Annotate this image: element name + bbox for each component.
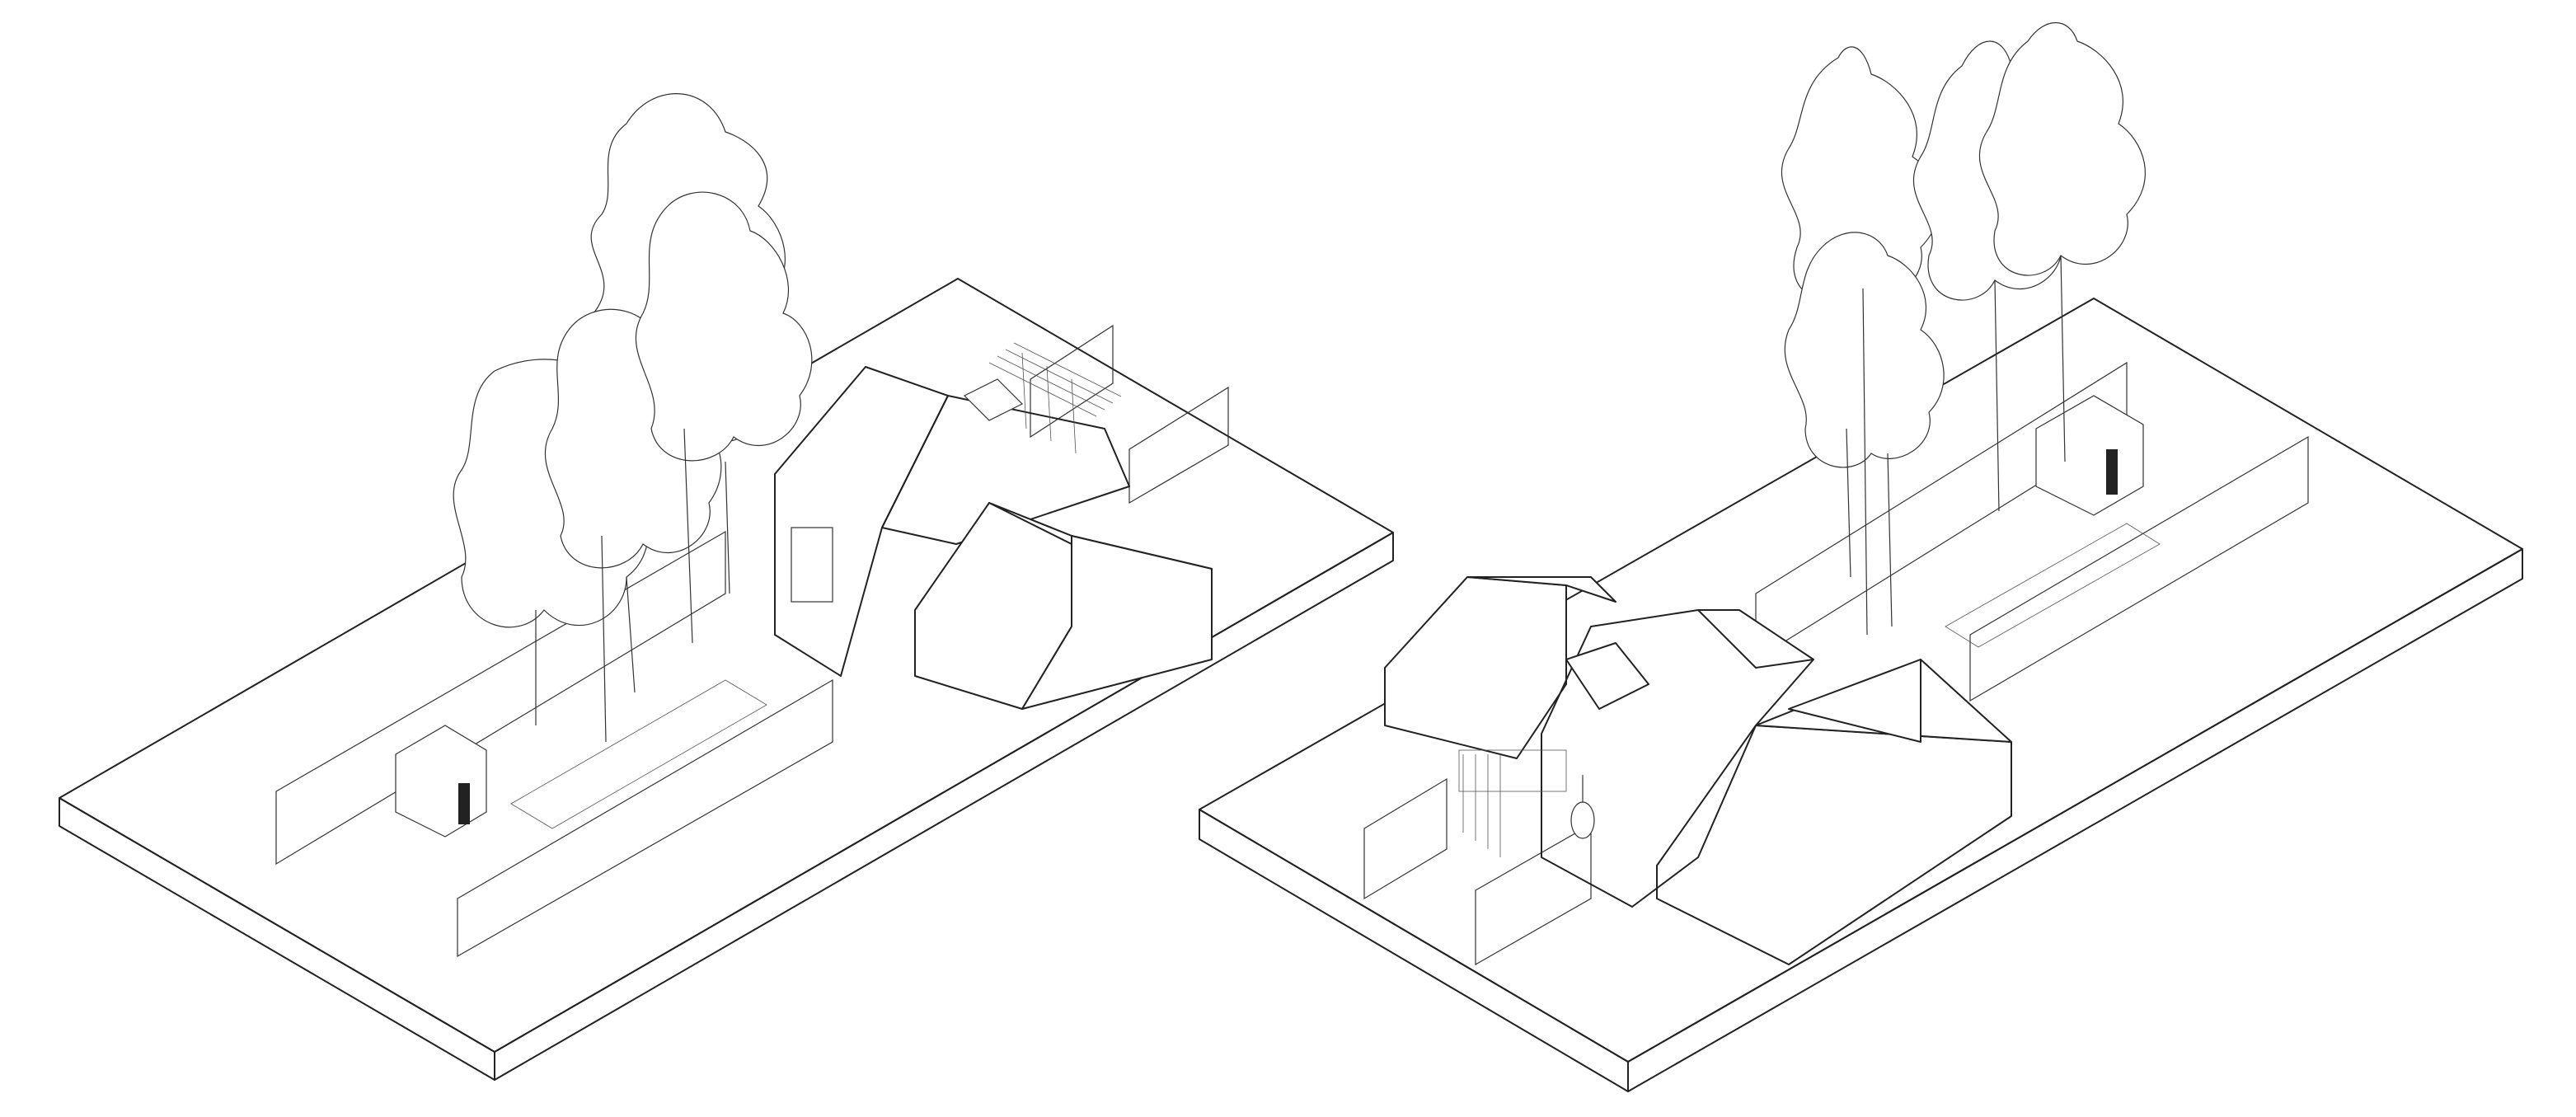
brick-extension [1458, 609, 1814, 908]
site-view-right [1199, 21, 2523, 1092]
gate [2035, 395, 2144, 516]
house-gable [914, 502, 1213, 710]
site-slab-side-right [1627, 548, 2523, 1092]
window [791, 527, 833, 603]
garden-path [510, 679, 767, 829]
pergola [1458, 749, 1567, 792]
tree-group-left [453, 93, 813, 743]
garden-path [1945, 523, 2161, 648]
tree-icon [635, 191, 813, 462]
fence-right [1969, 435, 2309, 702]
site-view-left [59, 93, 1394, 1081]
tree-icon [1978, 21, 2146, 276]
brick-extension [774, 342, 1130, 677]
gate [395, 725, 487, 838]
fence-rear [1030, 324, 1114, 439]
house-gable [1384, 576, 1616, 759]
fence-front [457, 678, 833, 958]
hanging-chair-icon [1570, 775, 1595, 839]
house-gable [1656, 659, 2012, 965]
site-slab-side-right [494, 532, 1394, 1081]
skylight [963, 378, 1024, 421]
tree-group-right [1781, 21, 2146, 636]
skylight [1565, 642, 1649, 710]
fence-front-right [1475, 823, 1592, 966]
tree-icon [1784, 232, 1945, 468]
fence-front-left [1363, 777, 1448, 900]
